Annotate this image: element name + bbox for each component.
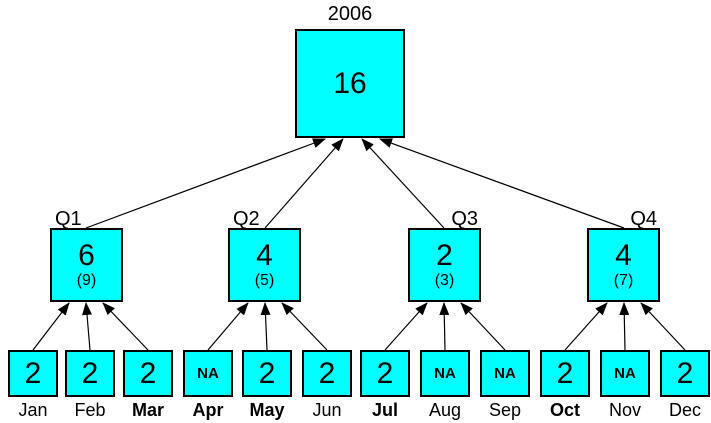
quarter-subvalue: (3) [434, 271, 455, 289]
month-group-may: 2 May [242, 350, 292, 420]
quarter-box: 6 (9) [50, 228, 123, 302]
year-title: 2006 [327, 3, 373, 25]
month-group-jun: 2 Jun [302, 350, 352, 420]
month-group-jan: 2 Jan [8, 350, 58, 420]
month-group-apr: NA Apr [183, 350, 233, 420]
month-value: 2 [139, 356, 157, 390]
month-label: Nov [608, 400, 641, 420]
quarter-label: Q4 [630, 208, 657, 230]
quarter-group-q2: Q2 4 (5) [228, 208, 301, 302]
quarter-group-q4: Q4 4 (7) [587, 208, 660, 302]
month-box: NA [480, 350, 530, 397]
month-value: 2 [258, 356, 276, 390]
month-group-dec: 2 Dec [660, 350, 710, 420]
month-value: 2 [676, 356, 694, 390]
quarter-label: Q3 [451, 208, 478, 230]
month-box: NA [183, 350, 233, 397]
month-label: May [249, 400, 285, 420]
month-label: Dec [668, 400, 701, 420]
month-label: Jan [18, 400, 48, 420]
quarter-value: 4 [615, 239, 632, 273]
month-label: Jun [312, 400, 342, 420]
month-group-feb: 2 Feb [65, 350, 115, 420]
quarter-subvalue: (7) [613, 271, 634, 289]
month-box: 2 [360, 350, 410, 397]
month-box: 2 [8, 350, 58, 397]
month-group-oct: 2 Oct [540, 350, 590, 420]
month-label: Jul [371, 400, 398, 420]
month-box: 2 [65, 350, 115, 397]
month-label: Apr [192, 400, 224, 420]
year-value: 16 [333, 66, 367, 100]
month-box: 2 [242, 350, 292, 397]
month-group-nov: NA Nov [600, 350, 650, 420]
month-box: 2 [302, 350, 352, 397]
month-box: NA [600, 350, 650, 397]
month-box: NA [420, 350, 470, 397]
month-value: 2 [376, 356, 394, 390]
quarter-subvalue: (5) [254, 271, 275, 289]
month-box: 2 [123, 350, 173, 397]
month-group-mar: 2 Mar [123, 350, 173, 420]
month-value: 2 [81, 356, 99, 390]
quarter-value: 2 [436, 239, 453, 273]
month-label: Sep [488, 400, 522, 420]
month-label: Mar [131, 400, 164, 420]
month-group-sep: NA Sep [480, 350, 530, 420]
month-group-jul: 2 Jul [360, 350, 410, 420]
month-value: 2 [318, 356, 336, 390]
month-value: NA [197, 365, 219, 382]
quarter-value: 4 [256, 239, 273, 273]
quarter-label: Q1 [55, 208, 82, 230]
month-group-aug: NA Aug [420, 350, 470, 420]
month-label: Aug [428, 400, 462, 420]
quarter-subvalue: (9) [76, 271, 97, 289]
quarter-box: 4 (5) [228, 228, 301, 302]
quarter-group-q3: Q3 2 (3) [408, 208, 481, 302]
month-box: 2 [660, 350, 710, 397]
quarter-box: 2 (3) [408, 228, 481, 302]
quarter-group-q1: Q1 6 (9) [50, 208, 123, 302]
month-value: 2 [556, 356, 574, 390]
month-box: 2 [540, 350, 590, 397]
month-label: Oct [549, 400, 580, 420]
quarter-label: Q2 [233, 208, 260, 230]
quarter-box: 4 (7) [587, 228, 660, 302]
month-value: NA [614, 365, 636, 382]
year-box: 16 [295, 29, 405, 138]
month-value: NA [494, 365, 516, 382]
month-value: NA [434, 365, 456, 382]
month-value: 2 [24, 356, 42, 390]
month-label: Feb [74, 400, 106, 420]
quarter-value: 6 [78, 239, 95, 273]
